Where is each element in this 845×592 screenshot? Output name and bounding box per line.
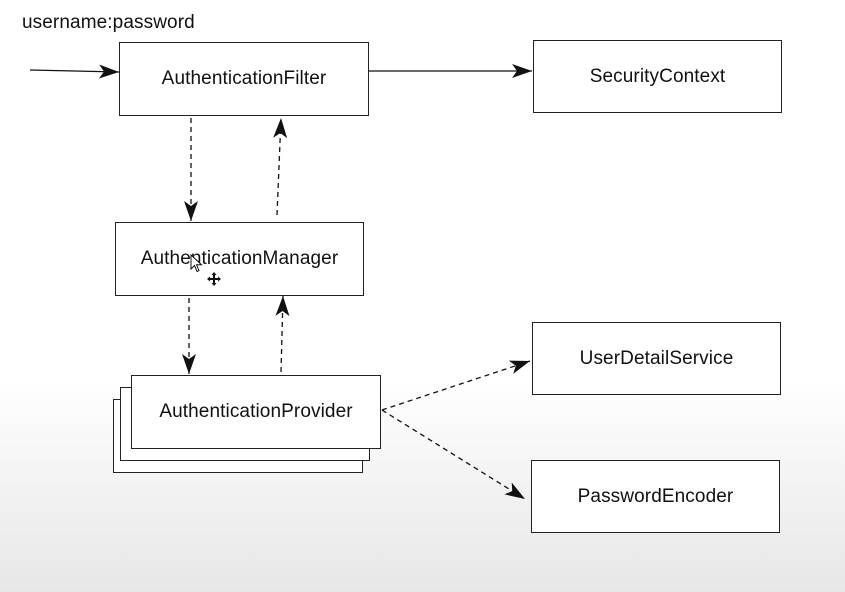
node-authentication-filter: AuthenticationFilter (119, 42, 369, 116)
edge-provider-to-manager (275, 295, 290, 373)
node-authentication-manager-label: AuthenticationManager (140, 248, 339, 269)
node-password-encoder-label: PasswordEncoder (577, 485, 734, 507)
node-user-detail-service: UserDetailService (532, 322, 781, 395)
node-security-context: SecurityContext (533, 40, 782, 113)
move-cursor-icon (207, 272, 221, 286)
edge-input-to-filter (29, 64, 120, 79)
arrow-cursor-icon (190, 254, 203, 273)
edge-provider-to-userdetailservice (381, 360, 531, 411)
node-user-detail-service-label: UserDetailService (579, 347, 734, 369)
edge-provider-to-passwordencoder (381, 409, 526, 500)
node-authentication-provider-label: AuthenticationProvider (159, 401, 353, 422)
node-authentication-filter-label: AuthenticationFilter (161, 68, 327, 89)
node-authentication-manager: AuthenticationManager (115, 222, 364, 296)
node-authentication-provider: AuthenticationProvider (131, 375, 381, 449)
input-credentials-label: username:password (22, 12, 195, 33)
node-security-context-label: SecurityContext (589, 65, 726, 87)
node-password-encoder: PasswordEncoder (531, 460, 780, 533)
edge-manager-to-filter (273, 117, 288, 216)
